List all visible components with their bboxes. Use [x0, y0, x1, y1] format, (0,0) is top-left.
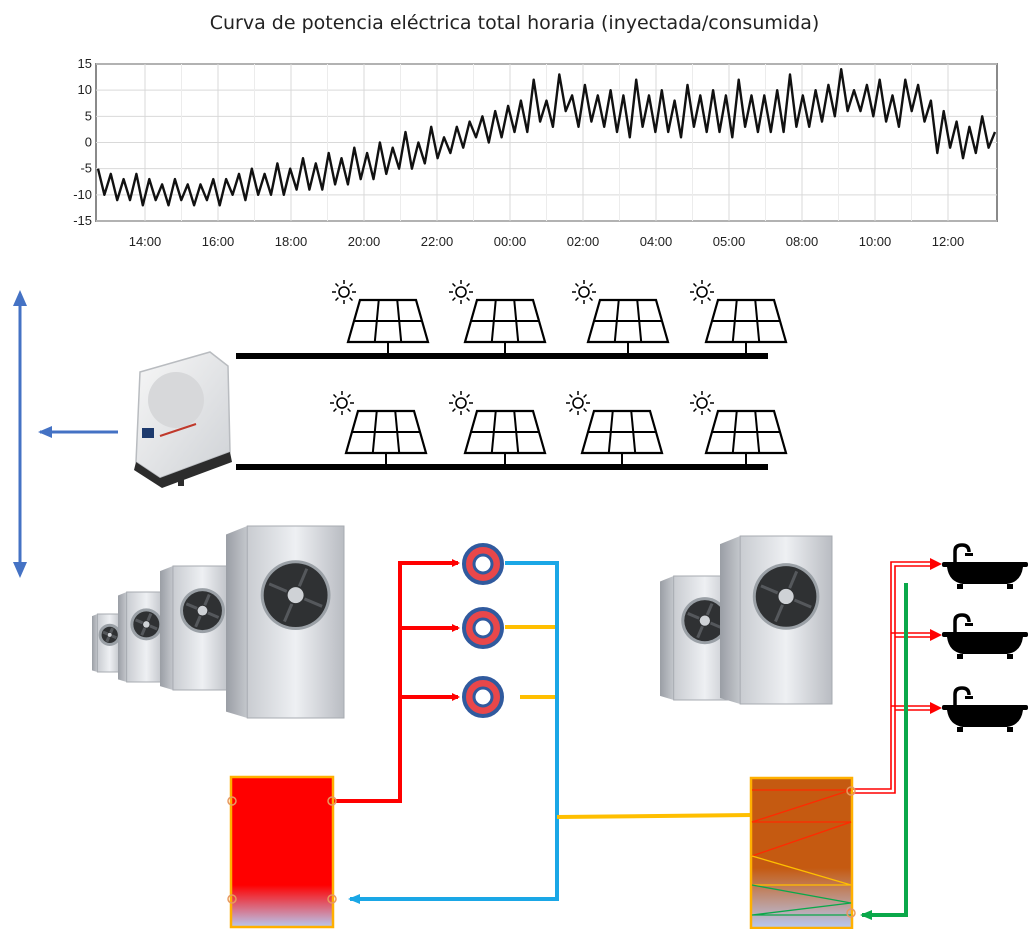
solar-panel-icon	[704, 409, 788, 464]
x-tick-label: 08:00	[786, 234, 819, 249]
solar-panel-icon	[704, 298, 788, 353]
y-tick-label: 15	[78, 56, 92, 71]
solar-panel-icon	[463, 409, 547, 464]
heat-pump-icon	[226, 525, 345, 719]
dhw-return-pipe	[860, 583, 908, 920]
dhw-coil-middle	[751, 855, 852, 886]
grid-arrow-up-head	[13, 290, 27, 306]
sun-icon	[566, 391, 590, 415]
x-tick-label: 12:00	[932, 234, 965, 249]
bathtub-icon	[942, 613, 1028, 659]
series-line	[96, 67, 997, 207]
heat-pump-group-heating	[92, 525, 345, 719]
hydraulic-circuit	[330, 558, 942, 920]
radiator-icon	[462, 676, 504, 718]
grid-connection-arrows	[13, 290, 118, 578]
link-pipe-to-dhw-tank	[556, 813, 753, 819]
x-tick-label: 05:00	[713, 234, 746, 249]
x-tick-label: 04:00	[640, 234, 673, 249]
heating-buffer-tank	[229, 775, 335, 929]
radiator-icon	[462, 607, 504, 649]
chart-title: Curva de potencia eléctrica total horari…	[209, 12, 820, 34]
y-tick-label: 5	[85, 108, 92, 123]
return-pipe	[348, 561, 559, 904]
dhw-coil-upper	[751, 789, 852, 857]
y-tick-label: -5	[80, 161, 92, 176]
heat-pump-icon	[92, 613, 123, 673]
heat-pump-icon	[720, 535, 833, 705]
solar-panel-icon	[346, 298, 430, 353]
y-tick-labels: 15 10 5 0 -5 -10 -15	[73, 56, 92, 228]
y-tick-label: 10	[78, 82, 92, 97]
pv-array	[330, 280, 788, 464]
dhw-supply-lines	[852, 558, 942, 794]
solar-panel-icon	[580, 409, 664, 464]
x-tick-label: 20:00	[348, 234, 381, 249]
solar-panel-icon	[586, 298, 670, 353]
x-tick-label: 10:00	[859, 234, 892, 249]
solar-panel-icon	[344, 409, 428, 464]
dhw-outlets	[942, 543, 1028, 732]
solar-panel-icon	[463, 298, 547, 353]
inverter-icon	[134, 351, 232, 488]
x-tick-label: 22:00	[421, 234, 454, 249]
x-tick-label: 02:00	[567, 234, 600, 249]
heat-pump-icon	[118, 591, 167, 683]
x-tick-label: 16:00	[202, 234, 235, 249]
y-tick-label: 0	[85, 135, 92, 150]
radiator-icon	[462, 543, 504, 585]
sun-icon	[690, 391, 714, 415]
x-tick-labels: 14:00 16:00 18:00 20:00 22:00 00:00 02:00 04:00…	[129, 234, 965, 249]
tank-icon	[227, 775, 337, 929]
sun-icon	[449, 280, 473, 304]
sun-icon	[330, 391, 354, 415]
y-tick-label: -15	[73, 213, 92, 228]
x-tick-label: 18:00	[275, 234, 308, 249]
supply-pipe-main	[330, 559, 460, 803]
power-curve-chart: 15 10 5 0 -5 -10 -15 14:00 16:00 18:00 20:00 22:00…	[73, 56, 998, 249]
heat-pump-icon	[160, 565, 233, 691]
sun-icon	[690, 280, 714, 304]
sun-icon	[332, 280, 356, 304]
radiator-group	[462, 543, 504, 718]
y-tick-label: -10	[73, 187, 92, 202]
dhw-tank	[749, 776, 856, 929]
bathtub-icon	[942, 543, 1028, 589]
sun-icon	[449, 391, 473, 415]
x-tick-label: 14:00	[129, 234, 162, 249]
bathtub-icon	[942, 686, 1028, 732]
sun-icon	[572, 280, 596, 304]
dhw-tank-body	[749, 776, 854, 929]
dhw-coil-lower	[751, 884, 852, 916]
x-tick-label: 00:00	[494, 234, 527, 249]
grid-arrow-down-head	[13, 562, 27, 578]
heat-pump-group-dhw	[660, 535, 833, 705]
